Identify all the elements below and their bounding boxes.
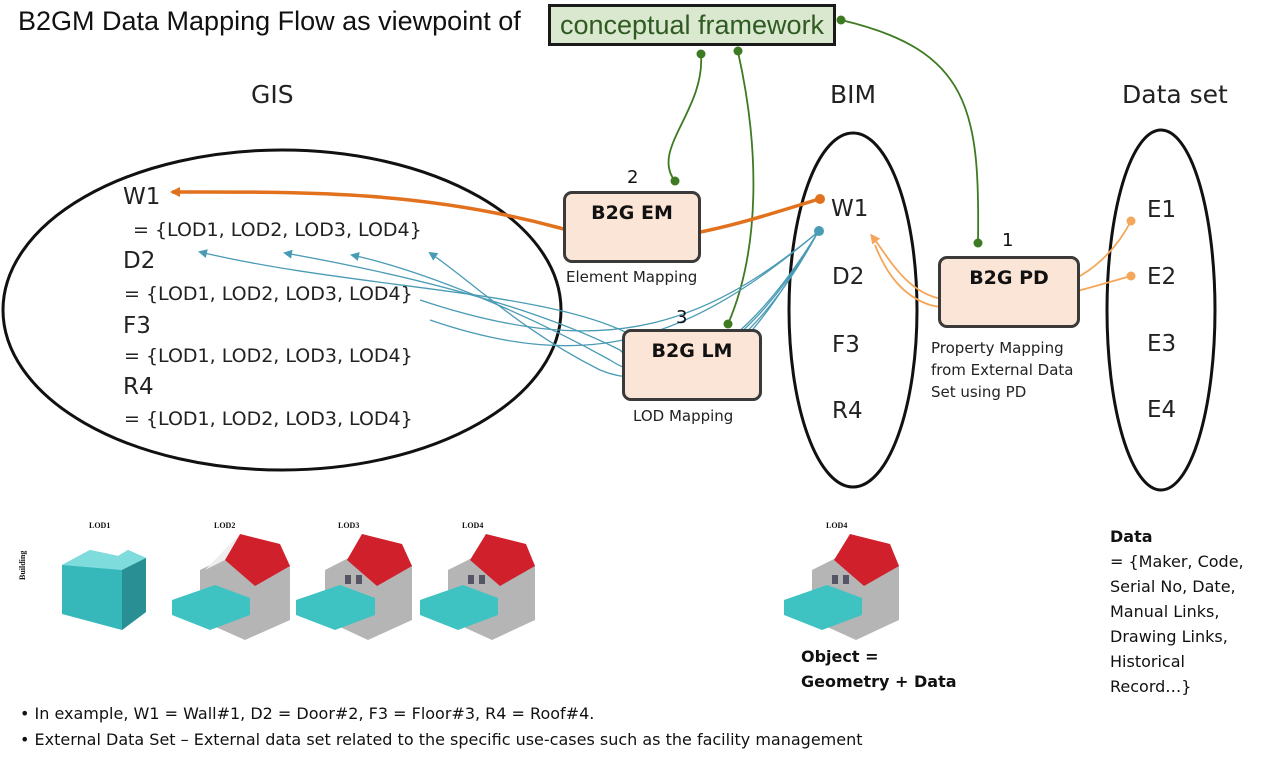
b2g-em-box: B2G EM <box>563 191 701 263</box>
data-line-3: Manual Links, <box>1110 602 1220 621</box>
dataset-item-e1: E1 <box>1147 197 1177 223</box>
data-heading: Data <box>1110 527 1153 546</box>
framework-connectors <box>667 19 980 325</box>
b2g-lm-number: 3 <box>676 307 688 328</box>
gis-item-f3: F3 <box>123 313 151 339</box>
lod3-building-image <box>296 534 412 640</box>
b2g-pd-caption-line3: Set using PD <box>931 383 1027 401</box>
framework-connector-dots <box>670 15 983 329</box>
object-caption-line1: Object = <box>801 647 879 666</box>
gis-heading: GIS <box>251 80 294 109</box>
b2g-pd-number: 1 <box>1002 230 1014 251</box>
lod4-building-image <box>420 534 535 640</box>
dataset-item-e4: E4 <box>1147 397 1177 423</box>
data-line-5: Historical <box>1110 652 1185 671</box>
lod3-label: LOD3 <box>338 521 360 530</box>
b2g-pd-caption-line2: from External Data <box>931 361 1074 379</box>
gis-ellipse <box>1 148 563 472</box>
bim-item-w1: W1 <box>831 196 869 222</box>
dataset-item-e2: E2 <box>1147 264 1177 290</box>
bim-item-d2: D2 <box>832 264 865 290</box>
data-line-6: Record…} <box>1110 677 1192 696</box>
element-mapping-dot <box>815 194 825 204</box>
gis-item-w1-lods: = {LOD1, LOD2, LOD3, LOD4} <box>133 219 422 241</box>
dataset-item-e3: E3 <box>1147 331 1177 357</box>
note-external-data-set: • External Data Set – External data set … <box>20 730 863 749</box>
lod1-building-image <box>62 550 146 630</box>
b2g-lm-caption: LOD Mapping <box>633 407 734 425</box>
element-mapping-curve <box>170 186 820 242</box>
b2g-em-caption: Element Mapping <box>566 268 698 286</box>
conceptual-framework-box: conceptual framework <box>548 4 836 46</box>
gis-item-f3-lods: = {LOD1, LOD2, LOD3, LOD4} <box>124 345 413 367</box>
bim-heading: BIM <box>830 80 877 109</box>
property-mapping-dots <box>1126 216 1136 281</box>
gis-item-d2-lods: = {LOD1, LOD2, LOD3, LOD4} <box>124 283 413 305</box>
bim-lod4-building-image <box>784 534 899 640</box>
lod4-label: LOD4 <box>462 521 484 530</box>
b2g-em-number: 2 <box>627 167 639 188</box>
bim-item-r4: R4 <box>832 398 863 424</box>
gis-item-d2: D2 <box>123 248 156 274</box>
lod1-label: LOD1 <box>89 521 111 530</box>
b2g-pd-label: B2G PD <box>969 267 1049 289</box>
note-example: • In example, W1 = Wall#1, D2 = Door#2, … <box>20 704 595 723</box>
gis-item-r4: R4 <box>123 374 154 400</box>
bim-item-f3: F3 <box>832 332 860 358</box>
bim-lod4-label: LOD4 <box>826 521 848 530</box>
b2g-pd-box: B2G PD <box>938 256 1080 328</box>
object-caption-line2: Geometry + Data <box>801 672 957 691</box>
gis-item-w1: W1 <box>123 184 161 210</box>
b2g-lm-label: B2G LM <box>651 340 733 362</box>
gis-item-r4-lods: = {LOD1, LOD2, LOD3, LOD4} <box>124 408 413 430</box>
lod-mapping-dot <box>814 226 824 236</box>
data-line-1: = {Maker, Code, <box>1110 552 1244 571</box>
b2g-lm-box: B2G LM <box>622 329 762 401</box>
building-row-label: Building <box>18 550 27 580</box>
dataset-heading: Data set <box>1122 80 1228 109</box>
diagram-title: B2GM Data Mapping Flow as viewpoint of <box>18 6 521 36</box>
dataset-ellipse <box>1105 128 1217 492</box>
data-line-2: Serial No, Date, <box>1110 577 1236 596</box>
b2g-em-label: B2G EM <box>591 202 673 224</box>
b2g-pd-caption-line1: Property Mapping <box>931 339 1064 357</box>
data-line-4: Drawing Links, <box>1110 627 1228 646</box>
bim-ellipse <box>787 131 919 489</box>
lod2-building-image <box>172 534 290 640</box>
lod2-label: LOD2 <box>214 521 236 530</box>
